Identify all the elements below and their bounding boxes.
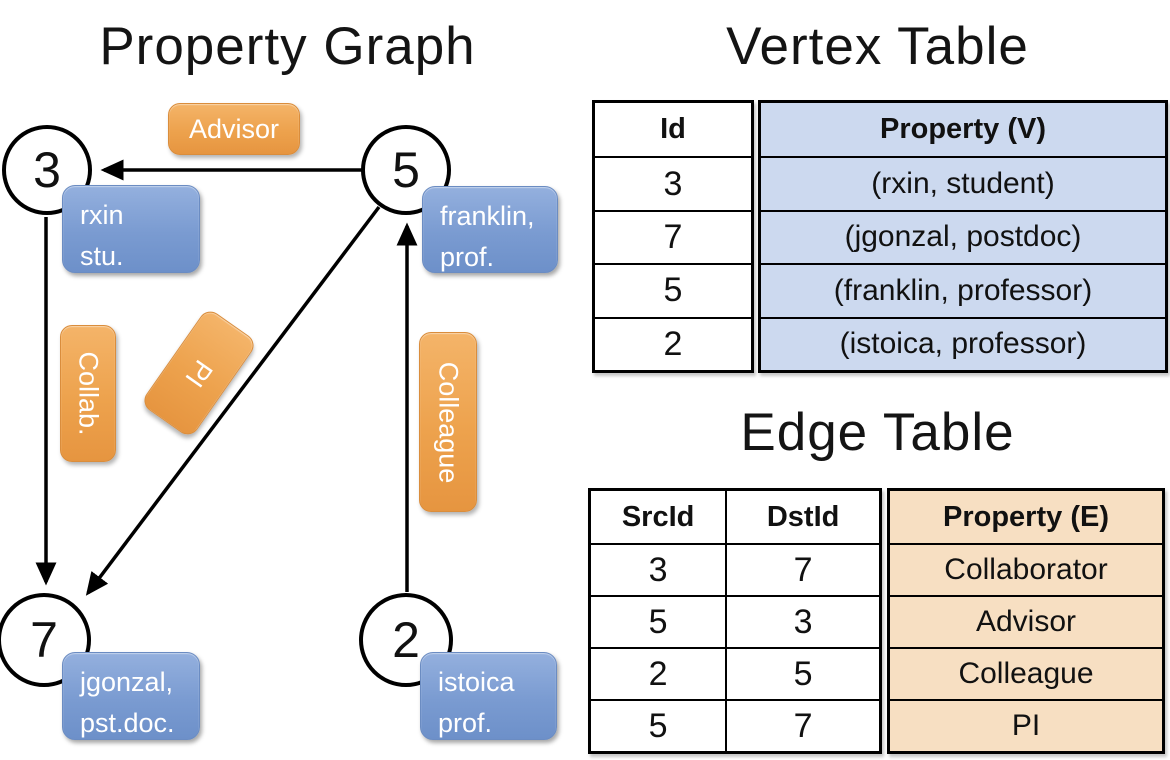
edge-table-id-columns: SrcId DstId 3 7 5 3 2 5 5 7 (588, 488, 882, 754)
vertex-table-id-column: Id 3 7 5 2 (592, 100, 754, 373)
edge-table-dstid-cell: 5 (725, 647, 879, 699)
vertex-property-line: franklin, (440, 201, 535, 231)
edge-table-title: Edge Table (740, 403, 1015, 462)
vertex-table-id-cell: 3 (595, 156, 751, 209)
property-graph-title: Property Graph (99, 17, 476, 76)
edge-table-property-cell: Advisor (890, 595, 1162, 647)
vertex-property-line: prof. (440, 241, 495, 272)
vertex-property-box-3: rxin stu. (62, 185, 200, 273)
vertex-node-2: 2 (359, 593, 453, 687)
vertex-property-box-2: istoica prof. (420, 652, 557, 740)
vertex-property-line: prof. (438, 707, 493, 738)
edge-table-header-dstid: DstId (725, 491, 879, 543)
edge-label-collab-text: Collab. (73, 351, 104, 436)
edge-table-header-property: Property (E) (943, 500, 1109, 533)
vertex-table-property-cell: (franklin, professor) (761, 263, 1165, 316)
edge-label-colleague-text: Colleague (433, 361, 464, 483)
vertex-table-id-cell: 5 (595, 263, 751, 316)
edge-table-dstid-cell: 7 (725, 699, 879, 751)
vertex-table-property-cell: (istoica, professor) (761, 316, 1165, 370)
edge-table-header-srcid: SrcId (621, 500, 695, 533)
vertex-table-property-cell: (rxin, student) (761, 156, 1165, 209)
vertex-property-line: istoica (438, 667, 515, 697)
edge-table-srcid-cell: 3 (591, 543, 726, 595)
vertex-property-box-7: jgonzal, pst.doc. (62, 652, 200, 740)
edge-table-property-cell: PI (890, 699, 1162, 751)
edge-table-dstid-cell: 3 (725, 595, 879, 647)
vertex-property-line: stu. (80, 240, 124, 271)
vertex-property-line: jgonzal, (80, 667, 174, 697)
edge-label-collab: Collab. (60, 325, 116, 462)
edge-table-property-cell: Colleague (890, 647, 1162, 699)
edge-label-colleague: Colleague (419, 332, 477, 512)
vertex-table-property-cell: (jgonzal, postdoc) (761, 209, 1165, 263)
edge-table-srcid-cell: 2 (591, 647, 726, 699)
edge-label-advisor-text: Advisor (188, 113, 280, 144)
edge-arrow-5-to-7 (85, 205, 381, 596)
edge-table-srcid-cell: 5 (591, 595, 726, 647)
vertex-table-title: Vertex Table (726, 17, 1029, 76)
vertex-table-header-property: Property (V) (880, 113, 1046, 146)
vertex-table-id-cell: 7 (595, 209, 751, 263)
edge-table-srcid-cell: 5 (591, 699, 726, 751)
edge-label-advisor: Advisor (168, 103, 300, 155)
vertex-table-id-cell: 2 (595, 316, 751, 370)
vertex-property-line: rxin (80, 200, 124, 230)
edge-table-property-cell: Collaborator (890, 543, 1162, 595)
vertex-table-header-id: Id (660, 113, 686, 146)
graph-edges-svg (35, 159, 418, 596)
edge-table-property-column: Property (E) Collaborator Advisor Collea… (887, 488, 1165, 754)
vertex-table-property-column: Property (V) (rxin, student) (jgonzal, p… (758, 100, 1168, 373)
vertex-property-box-5: franklin, prof. (422, 186, 558, 273)
vertex-property-line: pst.doc. (80, 707, 175, 738)
edge-table-dstid-cell: 7 (725, 543, 879, 595)
edge-label-pi-text: PI (179, 354, 220, 393)
